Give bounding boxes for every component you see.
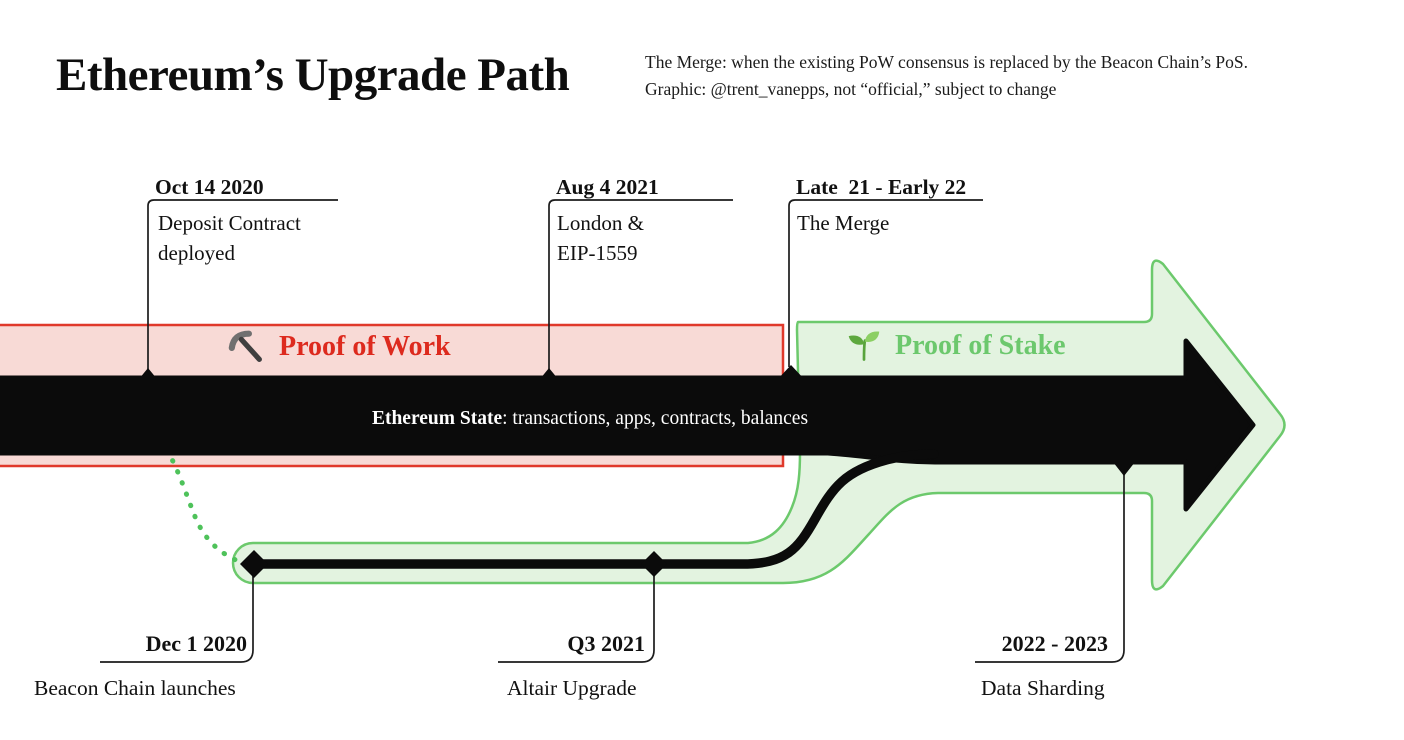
proof-of-work-text: Proof of Work bbox=[279, 331, 451, 362]
ethereum-state-label-rest: : transactions, apps, contracts, balance… bbox=[502, 408, 809, 429]
node-beacon-launch bbox=[240, 550, 268, 578]
proof-of-work-label: Proof of Work bbox=[228, 328, 451, 366]
beacon-chain-line bbox=[251, 449, 939, 569]
subtitle-line-1: The Merge: when the existing PoW consens… bbox=[645, 52, 1248, 72]
node-data-sharding bbox=[1113, 450, 1135, 476]
connector-data-sharding bbox=[975, 474, 1125, 663]
node-altair bbox=[641, 551, 667, 577]
subtitle-line-2: Graphic: @trent_vanepps, not “official,”… bbox=[645, 79, 1057, 99]
milestone-date-the-merge: Late 21 - Early 22 bbox=[796, 175, 967, 199]
milestone-date-deposit-contract: Oct 14 2020 bbox=[155, 175, 264, 199]
proof-of-stake-label: Proof of Stake bbox=[846, 328, 1066, 364]
connector-deposit-contract bbox=[147, 199, 338, 371]
pickaxe-icon bbox=[228, 330, 262, 362]
event-nodes bbox=[139, 365, 1135, 578]
connector-london bbox=[548, 199, 733, 371]
proof-of-stake-shape bbox=[231, 259, 1286, 591]
milestone-desc-deposit-contract: Deposit Contract deployed bbox=[158, 211, 301, 265]
connector-altair bbox=[498, 576, 655, 663]
proof-of-stake-text: Proof of Stake bbox=[895, 330, 1066, 361]
milestone-date-beacon-launch: Dec 1 2020 bbox=[145, 631, 247, 656]
node-london bbox=[540, 368, 558, 379]
connector-the-merge bbox=[788, 199, 983, 367]
ethereum-state-label: Ethereum State: transactions, apps, cont… bbox=[340, 408, 840, 430]
milestone-date-london: Aug 4 2021 bbox=[556, 175, 659, 199]
seedling-icon bbox=[848, 331, 880, 361]
subtitle: The Merge: when the existing PoW consens… bbox=[645, 49, 1248, 103]
milestone-date-data-sharding: 2022 - 2023 bbox=[1001, 631, 1108, 656]
page-title: Ethereum’s Upgrade Path bbox=[56, 49, 570, 101]
milestone-desc-london: London & EIP-1559 bbox=[557, 211, 644, 265]
milestone-desc-beacon-launch: Beacon Chain launches bbox=[34, 676, 236, 700]
milestone-desc-data-sharding: Data Sharding bbox=[981, 676, 1105, 700]
connector-beacon-launch bbox=[100, 576, 254, 663]
node-deposit-contract bbox=[139, 368, 157, 379]
milestone-desc-the-merge: The Merge bbox=[797, 211, 890, 235]
ethereum-state-label-bold: Ethereum State bbox=[371, 408, 503, 429]
connector-lines bbox=[100, 199, 1125, 663]
node-the-merge bbox=[777, 365, 805, 380]
milestone-desc-altair: Altair Upgrade bbox=[507, 676, 637, 700]
milestone-date-altair: Q3 2021 bbox=[567, 631, 645, 656]
